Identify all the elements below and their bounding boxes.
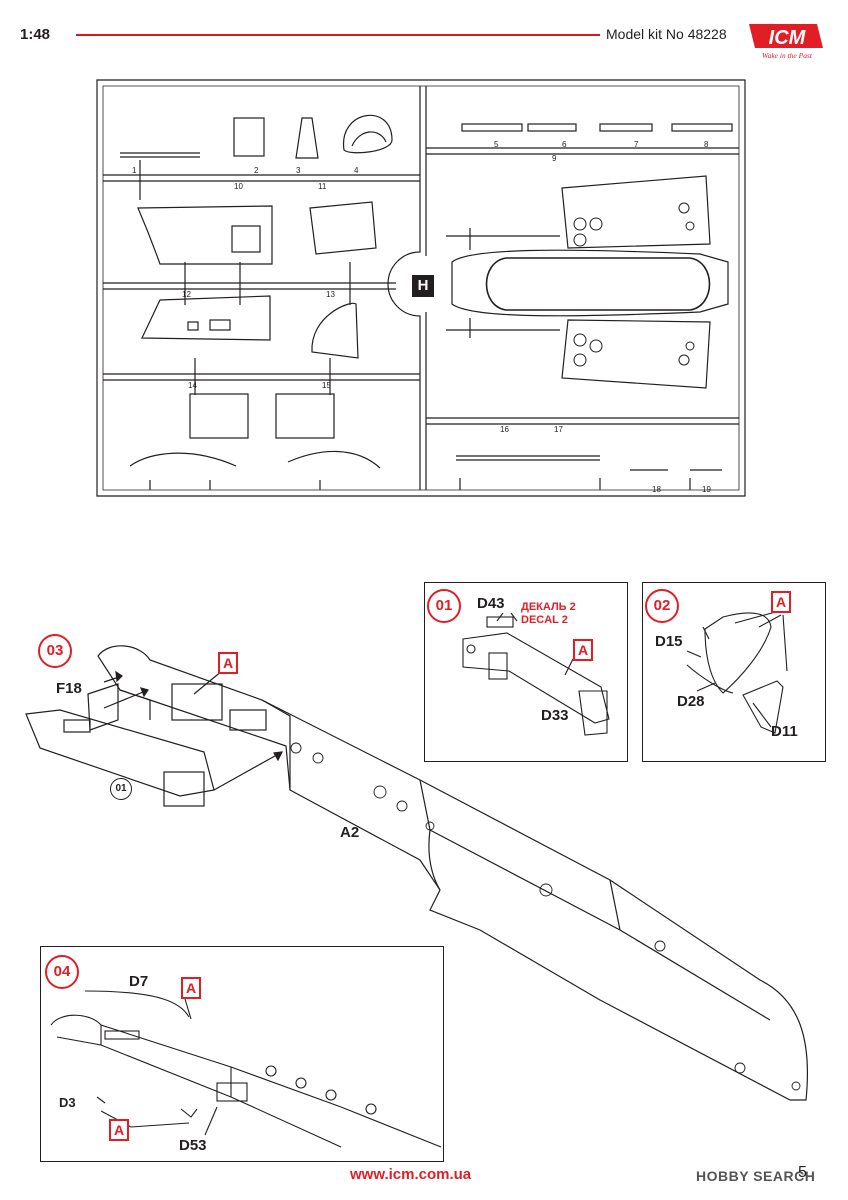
part-number: 10 (234, 182, 243, 191)
step-01-badge: 01 (427, 589, 461, 623)
step-01-drawing (462, 612, 610, 736)
part-number: 2 (254, 166, 259, 175)
part-number: 6 (562, 140, 567, 149)
part-number: 17 (554, 425, 563, 434)
step-04-panel: 04 D7 A D3 A D53 (40, 946, 444, 1162)
step-03-badge: 03 (38, 634, 72, 668)
sprue-h-diagram (96, 79, 746, 497)
step-02-panel: 02 A D15 D28 D11 (642, 582, 826, 762)
part-d43-label: D43 (477, 595, 505, 612)
part-number: 8 (704, 140, 709, 149)
decal-note-ru: ДЕКАЛЬ 2 (521, 601, 576, 613)
watermark: HOBBY SEARCH (696, 1168, 816, 1184)
part-number: 16 (500, 425, 509, 434)
svg-text:Wake in the Past: Wake in the Past (762, 51, 813, 60)
part-d11-label: D11 (771, 723, 798, 740)
part-number: 15 (322, 381, 331, 390)
part-number: 1 (132, 166, 137, 175)
part-d53-label: D53 (179, 1137, 207, 1154)
svg-text:ICM: ICM (769, 27, 807, 49)
step-02-drawing (686, 610, 788, 734)
subassembly-a-marker: A (218, 652, 238, 674)
part-number: 5 (494, 140, 499, 149)
icm-logo: ICM Wake in the Past (735, 16, 827, 62)
part-number: 12 (182, 290, 191, 299)
part-number: 4 (354, 166, 359, 175)
header-rule (76, 34, 600, 36)
part-number: 13 (326, 290, 335, 299)
part-f18-label: F18 (56, 680, 82, 697)
part-number: 18 (652, 485, 661, 494)
part-d28-label: D28 (677, 693, 705, 710)
kit-title: Model kit No 48228 (606, 26, 727, 42)
part-a2-label: A2 (340, 824, 360, 841)
step-01-panel: 01 D43 ДЕКАЛЬ 2 DECAL 2 A D33 (424, 582, 628, 762)
part-number: 3 (296, 166, 301, 175)
subassembly-a-marker: A (573, 639, 593, 661)
part-number: 9 (552, 154, 557, 163)
part-d33-label: D33 (541, 707, 569, 724)
subassembly-a-marker: A (109, 1119, 129, 1141)
step-ref-01: 01 (110, 778, 132, 800)
sprue-letter: H (412, 275, 434, 297)
part-d15-label: D15 (655, 633, 683, 650)
step-02-badge: 02 (645, 589, 679, 623)
part-number: 11 (318, 182, 327, 191)
subassembly-a-marker: A (771, 591, 791, 613)
page-number: 5 (798, 1164, 807, 1181)
subassembly-a-marker: A (181, 977, 201, 999)
part-number: 14 (188, 381, 197, 390)
footer-url: www.icm.com.ua (350, 1166, 472, 1183)
part-number: 7 (634, 140, 639, 149)
part-d7-label: D7 (129, 973, 149, 990)
step-04-badge: 04 (45, 955, 79, 989)
part-number: 19 (702, 485, 711, 494)
decal-note-en: DECAL 2 (521, 614, 568, 626)
step-04-drawing (50, 990, 442, 1148)
scale-label: 1:48 (20, 26, 51, 43)
part-d3-label: D3 (59, 1095, 76, 1110)
